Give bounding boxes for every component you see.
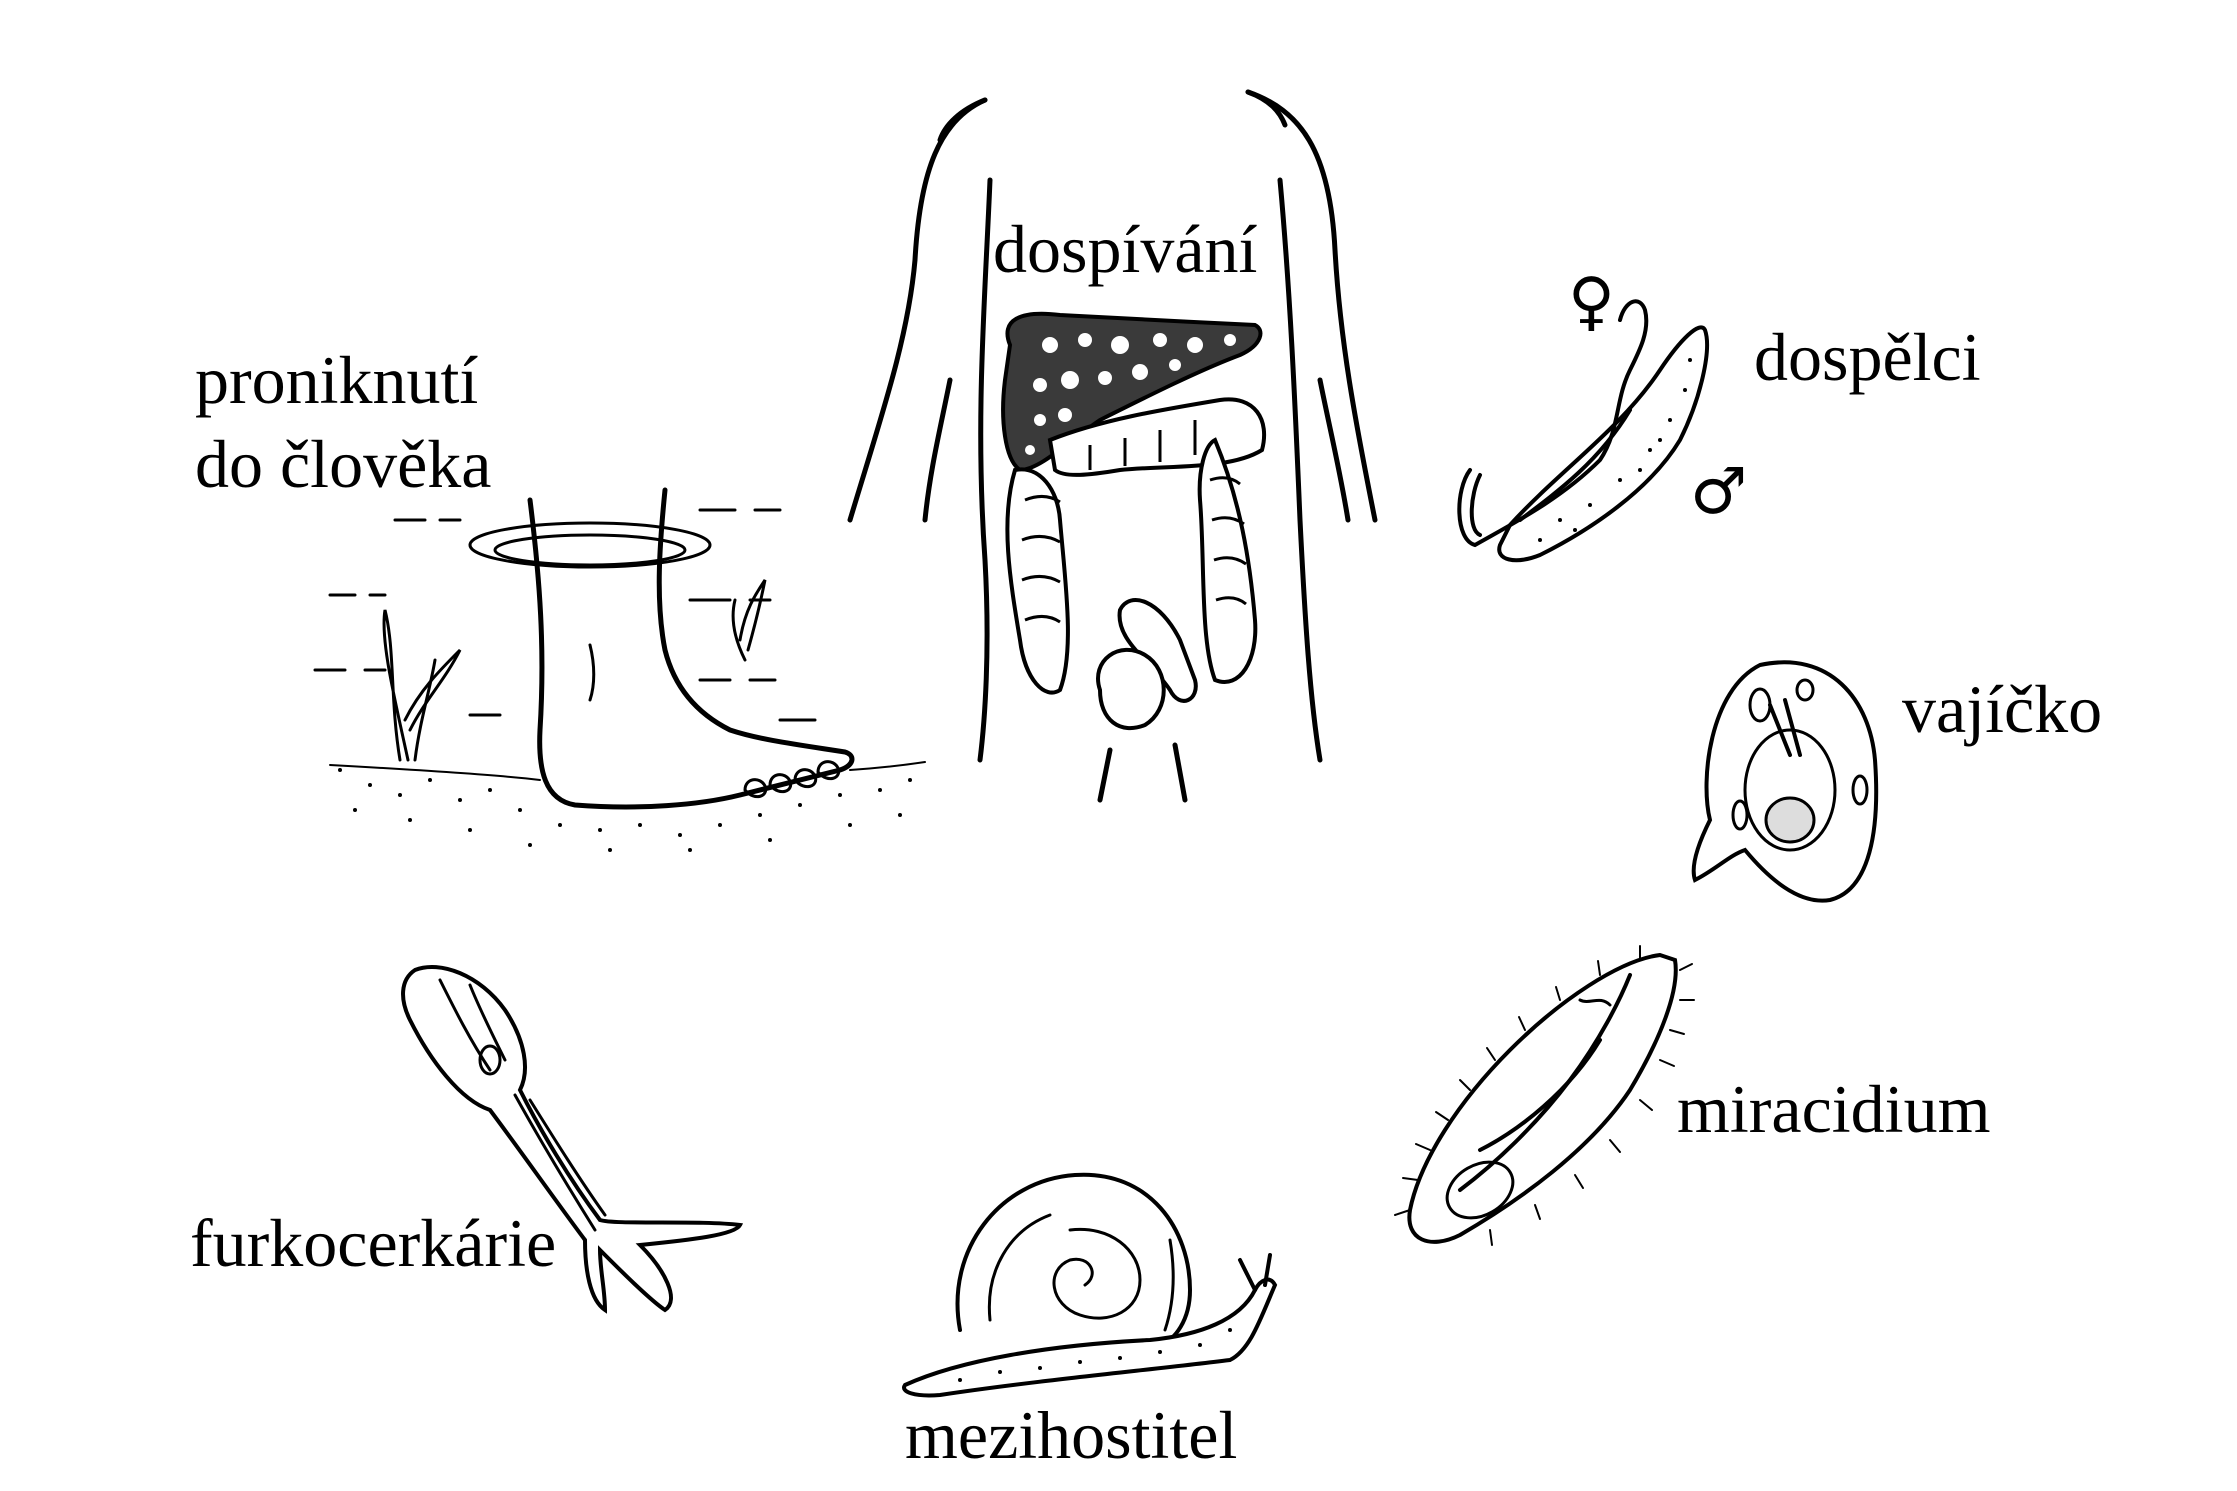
label-cercaria: furkocerkárie	[190, 1205, 557, 1281]
label-miracidium: miracidium	[1677, 1071, 1991, 1147]
label-adults: dospělci	[1754, 319, 1981, 395]
male-symbol: ♂	[1690, 455, 1748, 529]
female-symbol: ♀	[1568, 265, 1615, 339]
miracidium-illustration	[1394, 945, 1695, 1246]
foot-in-water-illustration	[313, 487, 926, 852]
label-egg: vajíčko	[1902, 671, 2103, 747]
label-maturation: dospívání	[993, 211, 1258, 287]
label-penetration-line1: proniknutí	[195, 342, 479, 418]
liver-illustration	[1001, 311, 1263, 473]
label-intermediate-host: mezihostitel	[905, 1397, 1238, 1473]
adult-worms-illustration	[1457, 299, 1709, 563]
human-torso-illustration	[847, 89, 1378, 803]
colon-illustration	[1005, 397, 1267, 731]
furcocercaria-illustration	[401, 964, 744, 1314]
egg-illustration	[1691, 660, 1879, 903]
label-penetration-line2: do člověka	[195, 426, 492, 502]
snail-illustration	[902, 1172, 1278, 1398]
